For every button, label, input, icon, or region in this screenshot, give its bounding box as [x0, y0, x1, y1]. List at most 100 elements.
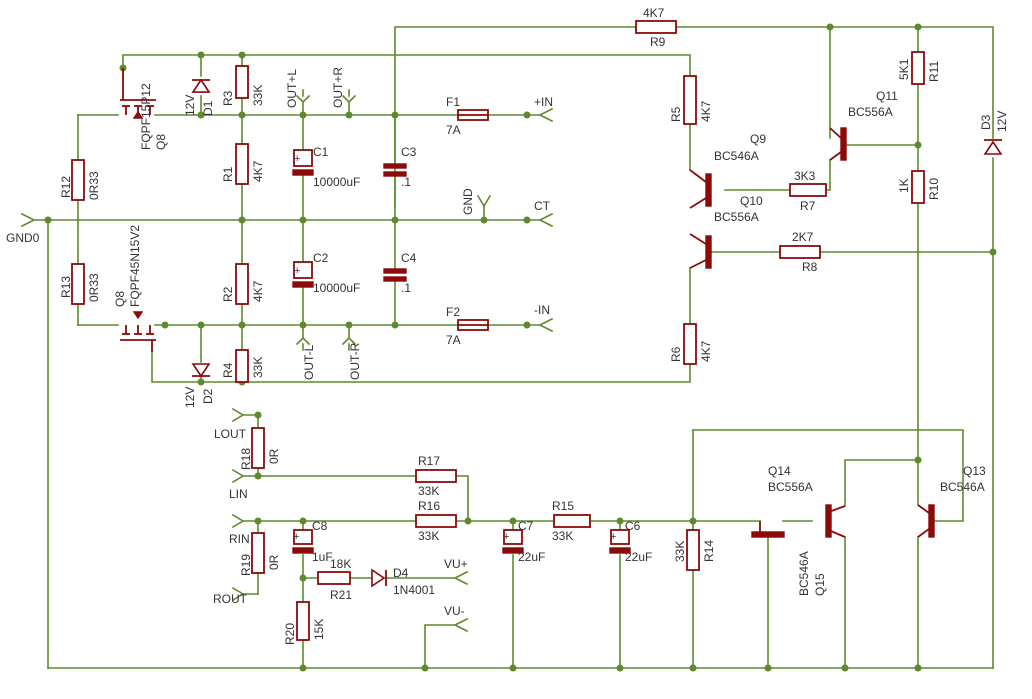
svg-text:+: + — [293, 531, 299, 543]
d2-name: D2 — [201, 388, 215, 404]
c2-name: C2 — [313, 251, 329, 265]
d3-value: 12V — [995, 111, 1009, 132]
resistor-r2 — [235, 263, 249, 305]
q10-value: BC556A — [714, 210, 759, 224]
c1-name: C1 — [313, 145, 329, 159]
c4-name: C4 — [401, 251, 417, 265]
resistor-r4 — [235, 349, 249, 383]
c3-value: .1 — [401, 175, 411, 189]
r17-name: R17 — [418, 454, 440, 468]
r3-name: R3 — [221, 90, 235, 106]
r6-name: R6 — [669, 346, 683, 362]
resistor-r13 — [71, 263, 85, 305]
r13-name: R13 — [59, 276, 73, 298]
transistor-q9 — [829, 127, 847, 161]
r14-name: R14 — [702, 540, 716, 562]
resistor-r12 — [71, 159, 85, 201]
net-gnd0: GND0 — [6, 231, 40, 245]
net-rin: RIN — [229, 532, 250, 546]
svg-text:+: + — [610, 531, 616, 543]
q14-value: BC556A — [768, 480, 813, 494]
c7-name: C7 — [518, 519, 534, 533]
c7-value: 22uF — [518, 550, 545, 564]
r18-name: R18 — [239, 448, 253, 470]
capacitor-c7: + — [502, 529, 524, 554]
r7-name: R7 — [800, 199, 816, 213]
wires — [33, 26, 994, 669]
q8a-value: FQPF15P12 — [139, 83, 153, 150]
transistor-q10-top — [689, 169, 712, 209]
fuse-f2 — [457, 319, 489, 331]
mosfet-q8-p — [120, 68, 156, 119]
resistor-r9 — [635, 20, 677, 34]
d1-name: D1 — [201, 100, 215, 116]
net-lin: LIN — [229, 487, 248, 501]
net-minus-in: -IN — [534, 303, 550, 317]
diode-d4 — [371, 568, 387, 588]
c1-value: 10000uF — [313, 175, 360, 189]
r16-value: 33K — [418, 529, 439, 543]
net-plus-in: +IN — [534, 95, 553, 109]
labels: GND0 +IN CT -IN GND OUT+L OUT+R OUT-L OU… — [6, 6, 1009, 645]
mosfet-q8-n — [120, 311, 156, 352]
capacitor-c3 — [383, 163, 407, 177]
resistor-r8 — [779, 245, 821, 259]
net-gnd: GND — [461, 188, 475, 215]
svg-text:+: + — [294, 153, 300, 165]
r9-value: 4K7 — [643, 6, 665, 20]
net-ct: CT — [534, 199, 551, 213]
transistor-q13 — [917, 504, 935, 538]
c4-value: .1 — [401, 281, 411, 295]
d2-value: 12V — [183, 387, 197, 408]
r1-name: R1 — [221, 166, 235, 182]
r10-name: R10 — [927, 178, 941, 200]
resistor-r5 — [683, 75, 697, 125]
d4-name: D4 — [393, 566, 409, 580]
r7-value: 3K3 — [794, 169, 816, 183]
q11-name: Q11 — [876, 89, 898, 103]
capacitor-c2: + — [292, 261, 314, 288]
net-out-minus-l: OUT-L — [302, 344, 316, 380]
r18-value: 0R — [267, 448, 281, 464]
capacitor-c1: + — [292, 149, 314, 176]
svg-text:+: + — [294, 265, 300, 277]
resistor-r6 — [683, 323, 697, 365]
f2-value: 7A — [446, 333, 461, 347]
q15-value: BC546A — [797, 551, 811, 596]
d1-value: 12V — [183, 95, 197, 116]
r21-name: R21 — [330, 588, 352, 602]
q14-name: Q14 — [768, 464, 791, 478]
q8b-value: FQPF45N15V2 — [128, 225, 142, 307]
r5-value: 4K7 — [699, 100, 713, 122]
q8a-name: Q8 — [154, 134, 168, 150]
r14-value: 33K — [673, 541, 687, 562]
resistor-r16 — [415, 514, 457, 528]
c2-value: 10000uF — [313, 281, 360, 295]
r15-name: R15 — [552, 499, 574, 513]
r19-value: 0R — [267, 554, 281, 570]
resistor-r20 — [296, 601, 310, 641]
r19-name: R19 — [239, 554, 253, 576]
resistor-r1 — [235, 143, 249, 185]
r10-value: 1K — [897, 178, 911, 193]
f1-name: F1 — [446, 95, 460, 109]
q13-name: Q13 — [963, 464, 986, 478]
transistor-q14 — [751, 521, 785, 538]
net-rout: ROUT — [213, 592, 248, 606]
r4-name: R4 — [221, 362, 235, 378]
d3-name: D3 — [979, 114, 993, 130]
r5-name: R5 — [669, 106, 683, 122]
r15-value: 33K — [552, 529, 573, 543]
resistor-r10 — [911, 170, 925, 204]
transistor-q10-bottom — [689, 233, 712, 269]
zener-d2 — [191, 363, 211, 378]
r6-value: 4K7 — [699, 340, 713, 362]
r13-value: 0R33 — [87, 273, 101, 302]
resistor-r7 — [789, 183, 827, 197]
r9-name: R9 — [650, 35, 666, 49]
net-vu-minus: VU- — [444, 604, 465, 618]
net-out-minus-r: OUT-R — [348, 342, 362, 380]
resistor-r15 — [553, 514, 591, 528]
r12-name: R12 — [59, 176, 73, 198]
